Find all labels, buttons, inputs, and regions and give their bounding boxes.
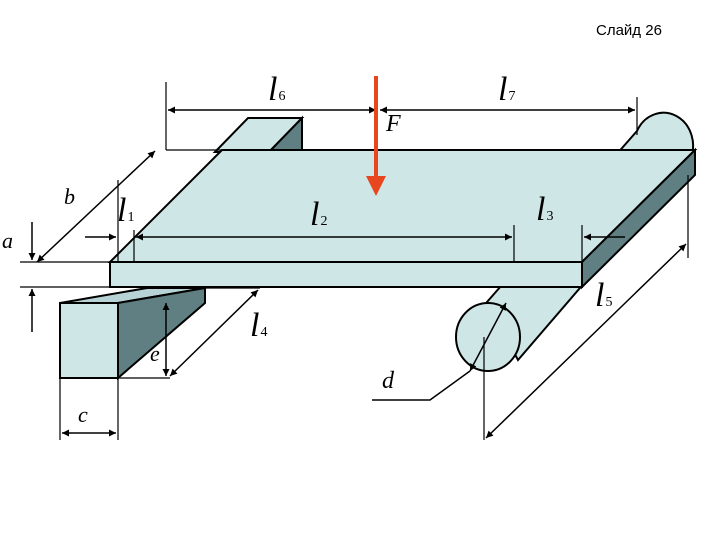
front-block-face: [59, 302, 119, 379]
label-d: d: [382, 368, 395, 394]
dim-l4: [169, 289, 259, 377]
dim-b: [36, 150, 156, 263]
label-b: b: [64, 184, 75, 209]
label-l3: l3: [536, 191, 553, 228]
label-l4: l4: [250, 307, 267, 344]
label-l5: l5: [595, 277, 612, 314]
dim-d-leader: [372, 370, 471, 401]
force-arrow: [366, 76, 386, 196]
label-l7: l7: [498, 71, 515, 108]
front-block-side: [117, 286, 206, 381]
label-F: F: [385, 111, 401, 137]
dim-l5: [485, 243, 687, 439]
label-c: c: [78, 402, 88, 427]
label-l2: l2: [310, 196, 327, 233]
label-e: e: [150, 341, 160, 366]
label-a: a: [2, 228, 13, 253]
plate-front: [109, 261, 583, 288]
dimension-lines: [28, 106, 687, 439]
dim-d: [469, 302, 507, 372]
plate: [107, 147, 698, 290]
labels: l6 l7 F b l1 l2 l3 a l4 l5 e d c: [2, 71, 612, 427]
label-l6: l6: [268, 71, 285, 108]
label-l1: l1: [117, 192, 134, 229]
slide-title: Слайд 26: [596, 22, 662, 39]
